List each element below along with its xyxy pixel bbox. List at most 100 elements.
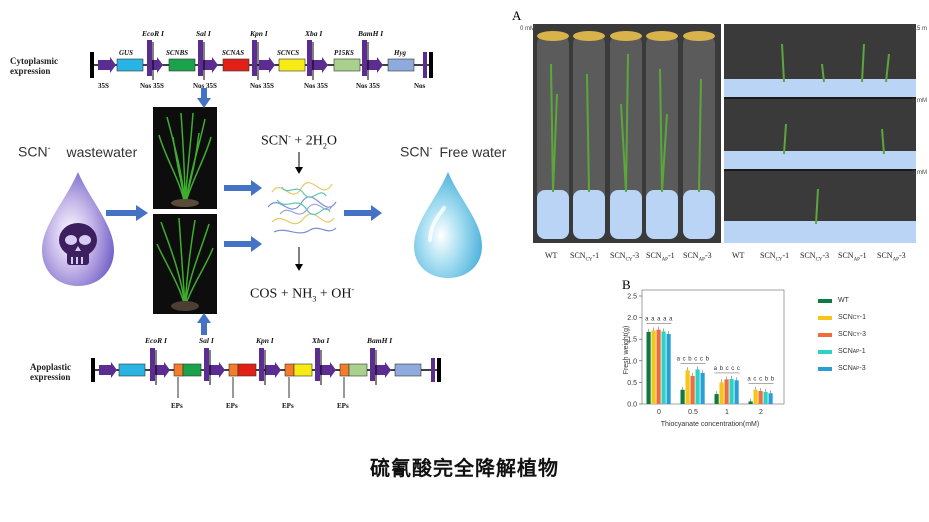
significance-letters-0.5: a c b c c b [677,356,710,362]
tube-label-right-4: SCNAP-1 [838,251,867,263]
cyto-below-5: Nos 35S [304,82,328,90]
panel-a-label: A [512,8,522,23]
reaction-products: COS + NH3 + OH- [250,285,355,304]
x-tick-label-2: 2 [759,409,763,416]
scn-wastewater-label: SCN- wastewater [18,143,138,160]
bar-scn-ap-3-0.5 [700,372,705,404]
cyto-below-1: 35S [98,82,109,90]
apo-ep-2: EPs [226,402,238,410]
cyto-below-2: Nos 35S [140,82,164,90]
bar-scn-cy-1-0 [651,330,656,404]
legend-item: WT [818,292,918,309]
apo-site-xbai: Xba I [311,336,330,345]
cyto-site-bamhi: BamH I [357,29,384,38]
reaction-arrow-2 [295,247,303,271]
cyto-site-xbai: Xba I [304,29,323,38]
bar-scn-cy-3-0 [656,329,661,404]
apo-title: Apoplastic expression [30,362,72,382]
significance-letters-1: a b c c c [714,366,741,372]
p15ks-gene [333,58,361,72]
cyto-below-4: Nos 35S [250,82,274,90]
cyto-label-hyg: Hyg [393,49,407,57]
significance-letters-2: a c c b b [747,377,774,383]
cyto-label-gus: GUS [119,49,133,57]
tube-label-right-5: SCNAP-3 [877,251,906,263]
bar-wt-0.5 [680,389,685,404]
bar-scn-cy-3-2 [758,391,763,404]
cyto-label-scncs: SCNCS [277,49,299,57]
scncs-gene [278,58,306,72]
cyto-below-6: Nos 35S [356,82,380,90]
conc-label-2mm: 2 mM [912,170,927,176]
bar-scn-ap-3-1 [734,380,739,404]
flow-arrow-up [197,313,211,335]
legend-swatch [818,315,832,320]
scnbs-gene [168,58,196,72]
apo-site-bamhi: BamH I [366,336,393,345]
y-tick-label: 0.5 [627,380,637,387]
bar-scn-ap-1-2 [763,391,768,404]
y-tick-label: 2.5 [627,294,637,301]
rice-plant-image-bottom [153,214,217,314]
apo-ep-1: EPs [171,402,183,410]
legend-swatch [818,366,832,371]
rice-plant-image-top [153,107,217,209]
apo-site-kpni: Kpn I [255,336,275,345]
conc-label-05mm: 0.5 m [912,26,928,32]
plot-frame [641,289,785,405]
gus-gene [116,58,144,72]
reaction-arrow-1 [295,152,303,174]
bar-scn-cy-1-2 [753,389,758,404]
bar-scn-ap-3-2 [768,393,773,404]
enzyme-structure-image [267,182,337,234]
bar-scn-ap-1-0.5 [695,369,700,404]
apo-ep-4: EPs [337,402,349,410]
tube-label-left-5: SCNAP-3 [683,251,712,263]
conc-label-0mm: 0 mM [520,26,535,32]
tube-label-left-4: SCNAP-1 [646,251,675,263]
cyto-label-scnas: SCNAS [222,49,244,57]
x-tick-label-1: 1 [725,409,729,416]
flow-arrow-1 [106,205,148,221]
cyto-below-3: Nos 35S [193,82,217,90]
wastewater-drop-icon [42,172,114,286]
bar-scn-cy-1-1 [719,382,724,404]
x-tick-label-0: 0 [657,409,661,416]
conc-label-1mm: 1 mM [912,98,927,104]
cyto-site-ecori: EcoR I [141,29,165,38]
bar-scn-ap-1-1 [729,378,734,404]
bar-scn-ap-3-0 [666,334,671,404]
cyto-title: Cytoplasmic expression [10,56,58,76]
y-axis-label: Fresh weight(g) [623,326,630,375]
flow-arrow-2 [224,180,262,196]
bar-wt-2 [748,401,753,404]
cyto-site-kpni: Kpn I [249,29,269,38]
apo-site-ecori: EcoR I [144,336,168,345]
legend-swatch [818,349,832,354]
legend-swatch [818,332,832,337]
flow-arrow-down [197,88,211,108]
flow-arrow-3 [224,236,262,252]
tubes-photo-left [533,24,721,243]
tube-label-left-2: SCNCY-1 [570,251,600,263]
scn-free-water-label: SCN- Free water [400,143,507,160]
clean-water-drop-icon [414,172,482,278]
cyto-label-p15ks: P15KS [334,49,354,57]
tube-label-right-2: SCNCY-1 [760,251,790,263]
x-axis-label: Thiocyanate concentration(mM) [661,421,759,428]
bar-scn-ap-1-0 [661,331,666,404]
cyto-construct: EcoR I Sal I Kpn I Xba I BamH I GUS SCNB… [90,29,433,90]
y-tick-label: 1.0 [627,358,637,365]
reaction-reactants: SCN- + 2H2O [261,132,338,151]
hyg-gene [387,58,415,72]
tube-label-right-1: WT [732,251,745,260]
bar-wt-0 [646,331,651,404]
legend-swatch [818,298,832,303]
cyto-site-sali: Sal I [196,29,212,38]
tube-label-right-3: SCNCY-3 [800,251,830,263]
apo-site-sali: Sal I [199,336,215,345]
